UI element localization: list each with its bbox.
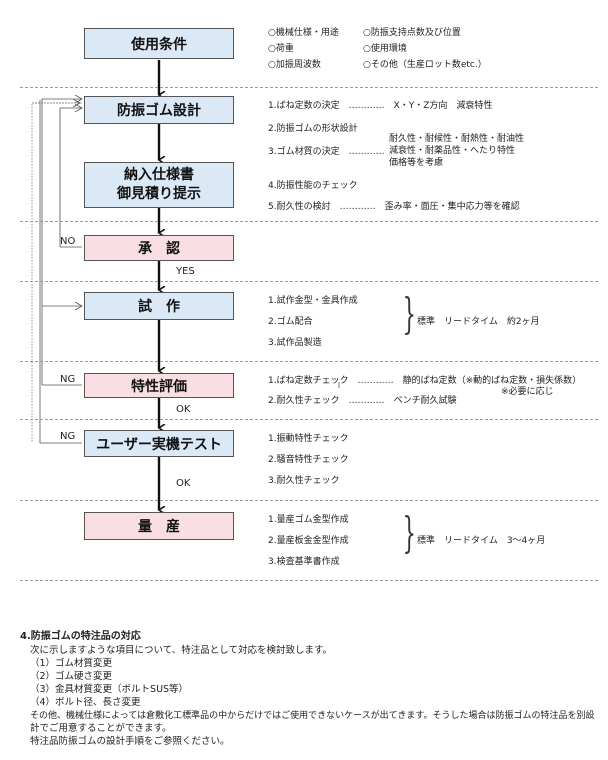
design-step: 3.ゴム材質の決定 ………… bbox=[268, 147, 385, 157]
separator bbox=[20, 221, 598, 222]
spec-quote-box: 納入仕様書 御見積り提示 bbox=[84, 162, 234, 208]
condition-item: ○荷重 bbox=[268, 44, 294, 54]
user-test-box-label: ユーザー実機テスト bbox=[96, 436, 222, 453]
separator bbox=[20, 500, 598, 501]
prototype-box-label: 試 作 bbox=[138, 299, 180, 315]
evaluation-note: ※必要に応じ bbox=[501, 387, 554, 397]
design-step-detail: 耐久性・耐候性・耐熱性・耐油性 bbox=[389, 134, 525, 144]
user-test-step: 1.振動特性チェック bbox=[268, 434, 349, 444]
production-box-label: 量 産 bbox=[138, 519, 180, 535]
prototype-box: 試 作 bbox=[84, 292, 234, 320]
approval-box: 承 認 bbox=[84, 235, 234, 261]
production-step: 3.検査基準書作成 bbox=[268, 557, 340, 567]
prototype-leadtime: 標準 リードタイム 約2ヶ月 bbox=[417, 317, 540, 327]
design-step: 4.防振性能のチェック bbox=[268, 181, 358, 191]
production-leadtime: 標準 リードタイム 3～4ヶ月 bbox=[417, 536, 546, 546]
spec-box-line1: 納入仕様書 bbox=[124, 167, 194, 183]
ng-label-user-test: NG bbox=[60, 431, 76, 442]
production-step: 1.量産ゴム金型作成 bbox=[268, 515, 349, 525]
ok-label-evaluation: OK bbox=[176, 404, 191, 415]
condition-item: ○防振支持点数及び位置 bbox=[363, 28, 461, 38]
separator bbox=[20, 580, 598, 581]
section4-paragraph: 特注品防振ゴムの設計手順をご参照ください。 bbox=[30, 736, 230, 747]
separator bbox=[20, 87, 598, 88]
user-test-box: ユーザー実機テスト bbox=[84, 430, 234, 457]
evaluation-box-label: 特性評価 bbox=[131, 378, 187, 395]
section4-item: （2）ゴム硬さ変更 bbox=[30, 671, 113, 682]
prototype-step: 3.試作品製造 bbox=[268, 338, 322, 348]
condition-item: ○その他（生産ロット数etc.） bbox=[363, 60, 487, 70]
spec-box-line2: 御見積り提示 bbox=[117, 186, 201, 202]
design-step-detail: 減衰性・耐薬品性・へたり特性 bbox=[389, 146, 516, 156]
section4-heading: 4.防振ゴムの特注品の対応 bbox=[20, 631, 141, 642]
condition-item: ○機械仕様・用途 bbox=[268, 28, 339, 38]
prototype-step: 1.試作金型・金具作成 bbox=[268, 296, 358, 306]
evaluation-step: 2.耐久性チェック ………… ベンチ耐久試験 bbox=[268, 396, 457, 406]
separator bbox=[20, 281, 598, 282]
no-label: NO bbox=[60, 236, 76, 247]
section4-paragraph: 計でご用意することができます。 bbox=[30, 723, 172, 734]
section4-paragraph: その他、機械仕様によっては倉敷化工標準品の中からだけではご使用できないケースが出… bbox=[30, 711, 595, 721]
prototype-brace: } bbox=[402, 289, 417, 338]
design-step: 5.耐久性の検討 ………… 歪み率・面圧・集中応力等を確認 bbox=[268, 202, 520, 212]
dotted-feedback bbox=[31, 103, 82, 443]
section4-item: （4）ボルト径、長さ変更 bbox=[30, 697, 141, 708]
evaluation-step: 1.ばね定数チェック ………… 静的ばね定数（※動的ばね定数・損失係数） bbox=[268, 376, 582, 386]
feedback-lines bbox=[39, 99, 82, 444]
conditions-box-label: 使用条件 bbox=[131, 36, 187, 53]
user-test-step: 3.耐久性チェック bbox=[268, 476, 340, 486]
section4-item: （3）金具材質変更（ボルトSUS等） bbox=[30, 684, 189, 695]
approval-box-label: 承 認 bbox=[138, 241, 180, 257]
separator bbox=[20, 419, 598, 420]
prototype-step: 2.ゴム配合 bbox=[268, 317, 313, 327]
rubber-design-box-label: 防振ゴム設計 bbox=[117, 103, 201, 119]
section4-intro: 次に示しますような項目について、特注品として対応を検討致します。 bbox=[30, 645, 333, 656]
condition-item: ○使用環境 bbox=[363, 44, 407, 54]
ng-label-evaluation: NG bbox=[60, 374, 76, 385]
rubber-design-box: 防振ゴム設計 bbox=[84, 96, 234, 124]
yes-label: YES bbox=[176, 266, 195, 277]
conditions-box: 使用条件 bbox=[84, 28, 234, 59]
production-brace: } bbox=[402, 508, 417, 557]
ok-label-user-test: OK bbox=[176, 478, 191, 489]
design-step-detail: 価格等を考慮 bbox=[389, 158, 444, 168]
design-step: 2.防振ゴムの形状設計 bbox=[268, 124, 358, 134]
user-test-step: 2.騒音特性チェック bbox=[268, 455, 349, 465]
section4-item: （1）ゴム材質変更 bbox=[30, 658, 113, 669]
production-box: 量 産 bbox=[84, 512, 234, 540]
production-step: 2.量産板金金型作成 bbox=[268, 536, 349, 546]
evaluation-box: 特性評価 bbox=[84, 373, 234, 398]
separator bbox=[20, 361, 598, 362]
design-step: 1.ばね定数の決定 ………… X・Y・Z方向 減衰特性 bbox=[268, 101, 493, 111]
condition-item: ○加振周波数 bbox=[268, 60, 321, 70]
